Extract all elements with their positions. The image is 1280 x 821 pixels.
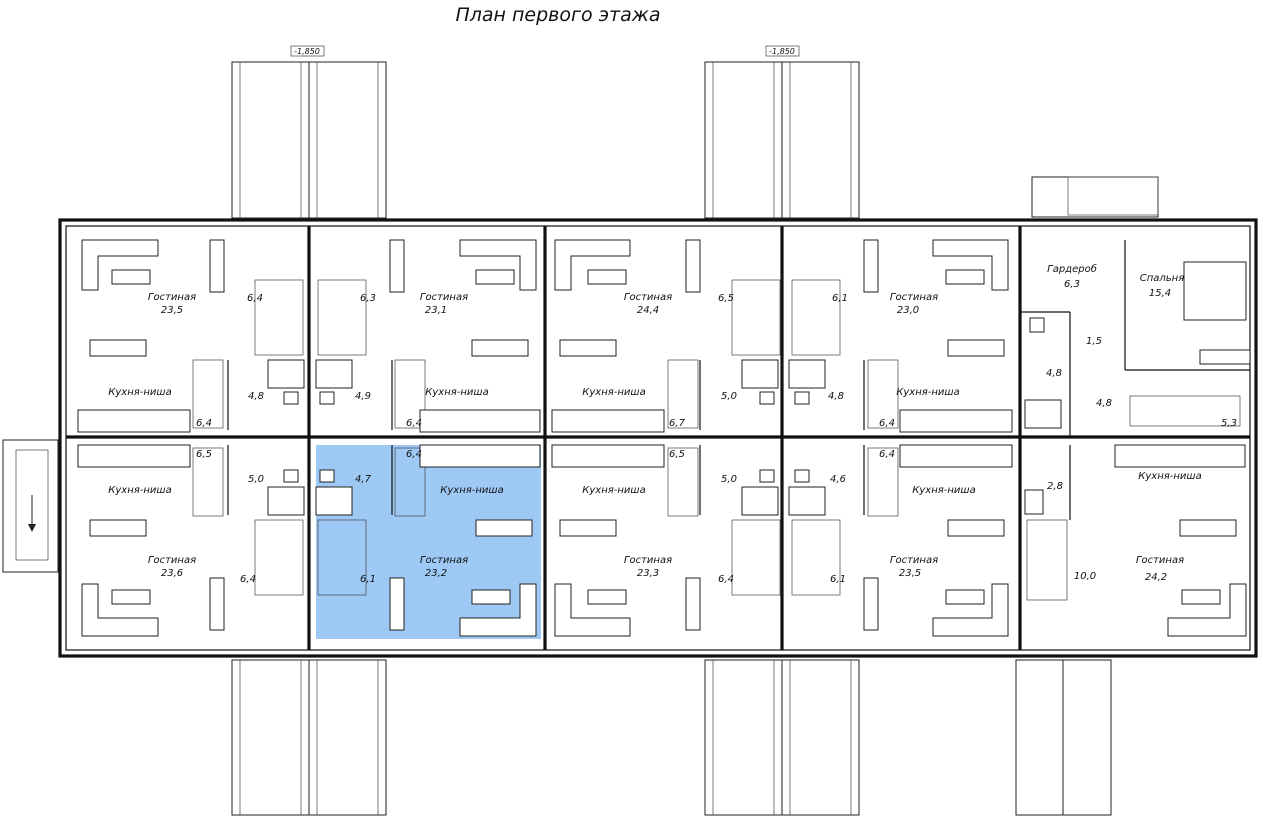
area-label: 6,5 — [718, 293, 734, 304]
wardrobe-name: Гардероб — [1047, 263, 1097, 275]
small-area-labels: 6,4 6,3 6,5 6,1 4,8 4,9 5,0 4,8 6,4 6,4 … — [196, 293, 1237, 585]
kitchen-label: Кухня-ниша — [440, 485, 503, 496]
area-label: 4,8 — [828, 391, 844, 402]
wardrobe-units — [209, 239, 1251, 631]
highlighted-apartment — [316, 445, 541, 639]
area-label: 5,0 — [248, 474, 264, 485]
kitchen-label: Кухня-ниша — [896, 387, 959, 398]
room-labels: Гостиная 23,5 Гостиная 23,1 Гостиная 24,… — [148, 263, 1184, 583]
area-label: 6,7 — [669, 418, 686, 429]
area-label: 6,4 — [718, 574, 734, 585]
area-label: 1,5 — [1086, 336, 1102, 347]
rear-porch — [1031, 176, 1159, 218]
wardrobe-area: 6,3 — [1064, 279, 1080, 290]
partition-walls — [66, 226, 1250, 650]
room-name: Гостиная — [420, 292, 468, 303]
level-label: -1,850 — [294, 47, 320, 56]
room-area: 23,1 — [425, 305, 447, 316]
area-label: 4,8 — [1096, 398, 1112, 409]
kitchen-label: Кухня-ниша — [912, 485, 975, 496]
exterior-wall — [58, 218, 1258, 658]
room-area: 23,5 — [161, 305, 183, 316]
level-mark-left: -1,850 — [290, 45, 325, 57]
stair-flight-top-left — [231, 61, 387, 219]
interior-stairs — [192, 279, 1241, 601]
sofas — [81, 239, 1247, 637]
room-name: Гостиная — [890, 555, 938, 566]
room-name: Гостиная — [624, 292, 672, 303]
room-area: 23,2 — [425, 568, 447, 579]
area-label: 6,4 — [879, 418, 895, 429]
room-area: 23,5 — [899, 568, 921, 579]
room-area: 24,2 — [1145, 572, 1167, 583]
area-label: 10,0 — [1074, 571, 1096, 582]
area-label: 4,6 — [830, 474, 846, 485]
area-label: 6,4 — [406, 449, 422, 460]
kitchen-label: Кухня-ниша — [582, 485, 645, 496]
area-label: 6,4 — [879, 449, 895, 460]
area-label: 4,8 — [1046, 368, 1062, 379]
bedroom-area: 15,4 — [1149, 288, 1171, 299]
area-label: 6,4 — [240, 574, 256, 585]
area-label: 6,4 — [406, 418, 422, 429]
stair-flight-top-right — [704, 61, 860, 219]
area-label: 5,0 — [721, 391, 737, 402]
tv-stands — [111, 269, 1221, 605]
area-label: 5,3 — [1221, 418, 1237, 429]
room-name: Гостиная — [148, 555, 196, 566]
area-label: 6,5 — [669, 449, 685, 460]
stair-flight-bottom-left — [231, 659, 387, 816]
level-label: -1,850 — [769, 47, 795, 56]
room-name: Гостиная — [890, 292, 938, 303]
dining-tables — [89, 339, 1237, 537]
side-entrance-stair — [2, 439, 59, 573]
area-label: 6,3 — [360, 293, 376, 304]
room-area: 23,3 — [637, 568, 659, 579]
area-label: 6,1 — [832, 293, 848, 304]
room-name: Гостиная — [1136, 555, 1184, 566]
area-label: 5,0 — [721, 474, 737, 485]
area-label: 6,4 — [196, 418, 212, 429]
room-area: 23,6 — [161, 568, 183, 579]
bathroom-fixtures — [267, 317, 1062, 516]
area-label: 6,1 — [360, 574, 376, 585]
area-label: 6,4 — [247, 293, 263, 304]
kitchen-label: Кухня-ниша — [108, 485, 171, 496]
room-area: 24,4 — [637, 305, 659, 316]
area-label: 4,9 — [355, 391, 371, 402]
area-label: 6,5 — [196, 449, 212, 460]
bedroom-name: Спальня — [1140, 273, 1185, 284]
area-label: 6,1 — [830, 574, 846, 585]
kitchen-label: Кухня-ниша — [425, 387, 488, 398]
area-label: 4,7 — [355, 474, 372, 485]
room-area: 23,0 — [897, 305, 919, 316]
kitchen-label: Кухня-ниша — [1138, 471, 1201, 482]
room-name: Гостиная — [420, 555, 468, 566]
area-label: 2,8 — [1047, 481, 1063, 492]
kitchen-label: Кухня-ниша — [108, 387, 171, 398]
kitchen-counters — [77, 409, 1246, 468]
area-label: 4,8 — [248, 391, 264, 402]
level-mark-right: -1,850 — [765, 45, 800, 57]
kitchen-labels: Кухня-ниша Кухня-ниша Кухня-ниша Кухня-н… — [108, 387, 1201, 496]
room-name: Гостиная — [148, 292, 196, 303]
kitchen-label: Кухня-ниша — [582, 387, 645, 398]
room-name: Гостиная — [624, 555, 672, 566]
stair-flight-bottom-side — [1015, 659, 1112, 816]
stair-flight-bottom-right — [704, 659, 860, 816]
plan-title: План первого этажа — [455, 4, 660, 26]
